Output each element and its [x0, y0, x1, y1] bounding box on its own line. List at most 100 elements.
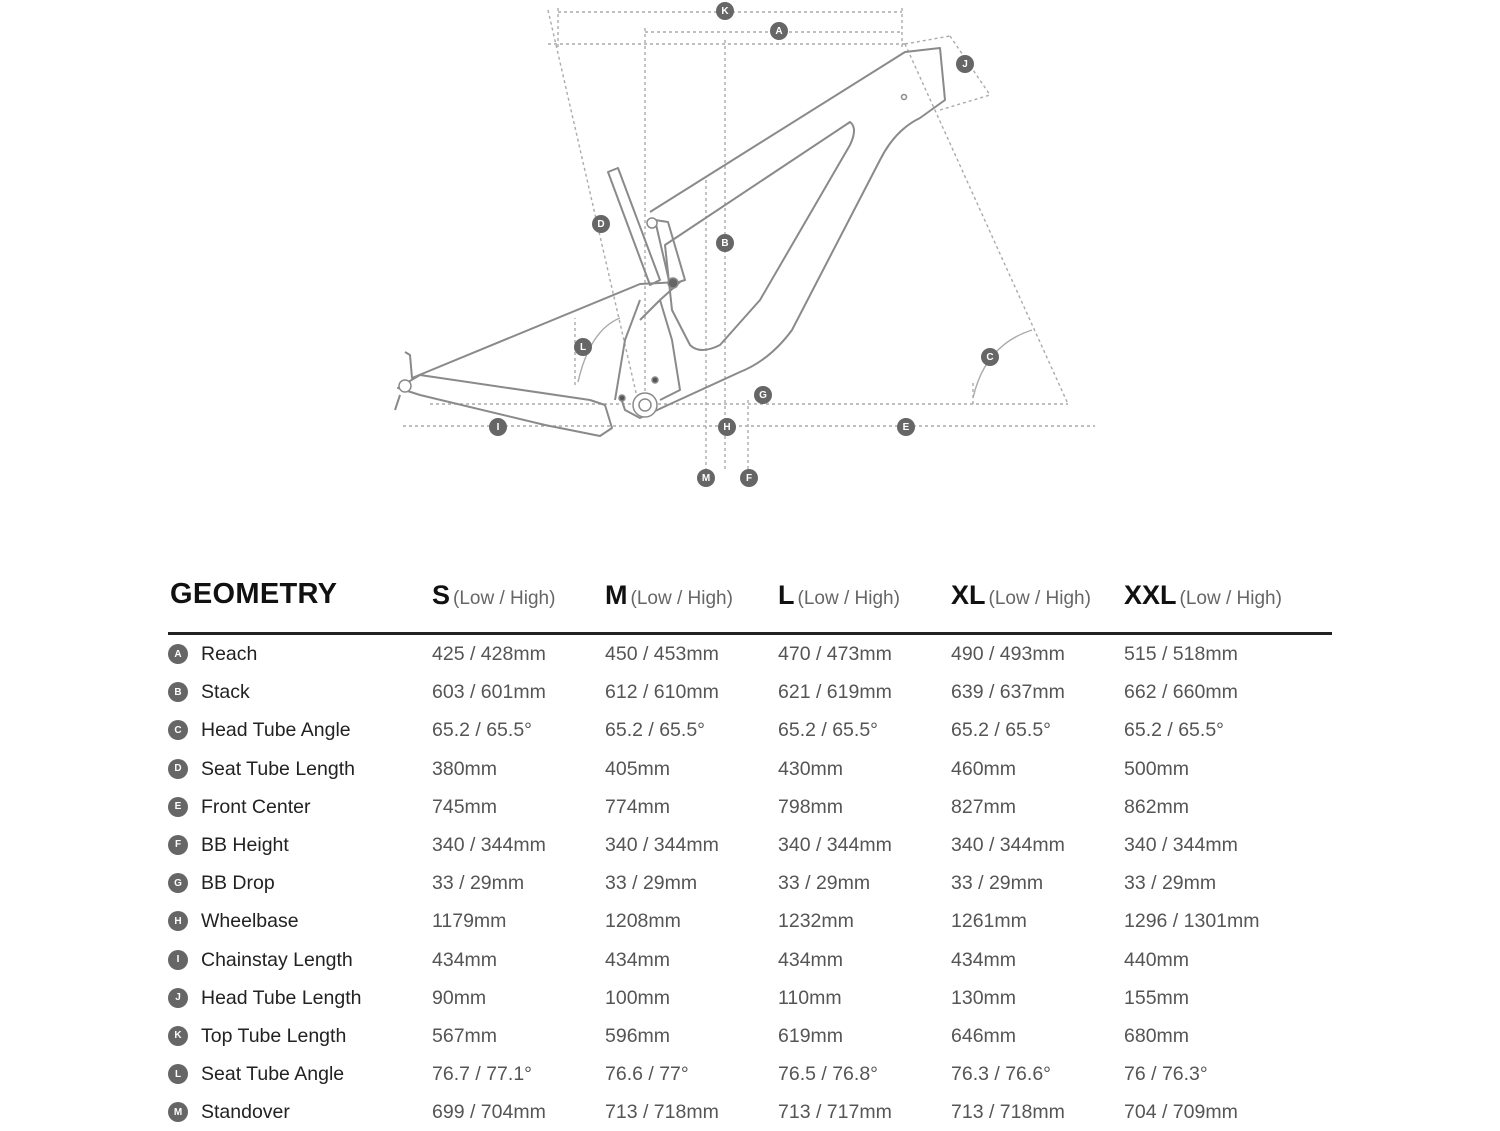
measurement-value: 33 / 29mm — [605, 872, 698, 895]
measurement-badge: A — [168, 644, 188, 664]
measurement-value: 713 / 718mm — [605, 1101, 719, 1124]
size-note: (Low / High) — [988, 588, 1091, 609]
measurement-value: 1296 / 1301mm — [1124, 910, 1260, 933]
size-column-l: L(Low / High) — [778, 580, 900, 611]
measurement-value: 110mm — [778, 986, 842, 1009]
marker-label: B — [721, 238, 728, 249]
measurement-value: 65.2 / 65.5° — [605, 719, 705, 742]
size-note: (Low / High) — [630, 588, 733, 609]
measurement-badge: I — [168, 949, 188, 970]
measurement-value: 500mm — [1124, 757, 1190, 780]
table-title: GEOMETRY — [170, 578, 338, 610]
measurement-label: Seat Tube Angle — [201, 1063, 345, 1086]
marker-e: E — [897, 418, 915, 436]
measurement-badge: K — [168, 1025, 188, 1046]
measurement-value: 340 / 344mm — [1124, 833, 1238, 856]
marker-label: A — [775, 26, 782, 37]
marker-label: H — [723, 422, 730, 433]
measurement-value: 130mm — [951, 986, 1017, 1009]
marker-label: L — [580, 342, 586, 353]
measurement-value: 340 / 344mm — [605, 833, 719, 856]
marker-label: F — [746, 473, 752, 484]
measurement-label: Chainstay Length — [201, 948, 353, 971]
measurement-value: 76.6 / 77° — [605, 1063, 689, 1086]
measurement-value: 1232mm — [778, 910, 854, 933]
size-note: (Low / High) — [797, 588, 900, 609]
measurement-value: 774mm — [605, 795, 671, 818]
measurement-label: BB Height — [201, 833, 289, 856]
size-column-s: S(Low / High) — [432, 580, 555, 611]
marker-label: M — [702, 473, 710, 484]
measurement-label: Head Tube Length — [201, 986, 362, 1009]
size-code: L — [778, 580, 795, 610]
measurement-label: Stack — [201, 681, 250, 704]
measurement-badge: L — [168, 1064, 188, 1085]
measurement-value: 434mm — [951, 948, 1017, 971]
measurement-label: Reach — [201, 643, 258, 665]
measurement-value: 680mm — [1124, 1024, 1190, 1047]
measurement-label: Front Center — [201, 795, 311, 818]
table-row: L Seat Tube Angle 76.7 / 77.1° 76.6 / 77° 76… — [168, 1055, 1332, 1093]
measurement-value: 639 / 637mm — [951, 681, 1065, 704]
measurement-badge: B — [168, 682, 188, 703]
measurement-value: 33 / 29mm — [778, 872, 871, 895]
measurement-value: 340 / 344mm — [951, 833, 1065, 856]
angle-arcs — [577, 317, 1033, 399]
measurement-badge: H — [168, 911, 188, 932]
measurement-value: 662 / 660mm — [1124, 681, 1238, 704]
size-column-m: M(Low / High) — [605, 580, 733, 611]
measurement-value: 646mm — [951, 1024, 1017, 1047]
measurement-label: Head Tube Angle — [201, 719, 351, 742]
measurement-label: Top Tube Length — [201, 1024, 347, 1047]
measurement-value: 699 / 704mm — [432, 1101, 546, 1124]
measurement-value: 33 / 29mm — [951, 872, 1044, 895]
marker-label: C — [986, 352, 993, 363]
marker-b: B — [716, 234, 734, 252]
marker-label: G — [759, 390, 767, 401]
measurement-value: 1261mm — [951, 910, 1027, 933]
measurement-value: 90mm — [432, 986, 487, 1009]
dimension-lines — [403, 8, 1095, 472]
measurement-value: 425 / 428mm — [432, 643, 546, 665]
measurement-value: 1179mm — [432, 910, 507, 933]
measurement-badge: E — [168, 796, 188, 817]
measurement-value: 430mm — [778, 757, 844, 780]
measurement-value: 76 / 76.3° — [1124, 1063, 1208, 1086]
marker-label: E — [903, 422, 910, 433]
measurement-value: 100mm — [605, 986, 671, 1009]
measurement-value: 862mm — [1124, 795, 1190, 818]
marker-l: L — [574, 338, 592, 356]
measurement-value: 380mm — [432, 757, 498, 780]
marker-f: F — [740, 469, 758, 487]
marker-a: A — [770, 22, 788, 40]
measurement-value: 340 / 344mm — [432, 833, 546, 856]
geometry-table: GEOMETRY S(Low / High) M(Low / High) L(L… — [168, 572, 1332, 1131]
marker-k: K — [716, 2, 734, 20]
size-code: M — [605, 580, 628, 610]
marker-g: G — [754, 386, 772, 404]
size-note: (Low / High) — [453, 588, 556, 609]
measurement-badge: C — [168, 720, 188, 741]
measurement-value: 603 / 601mm — [432, 681, 546, 704]
measurement-badge: G — [168, 873, 188, 894]
measurement-value: 470 / 473mm — [778, 643, 892, 665]
measurement-value: 33 / 29mm — [1124, 872, 1217, 895]
measurement-value: 434mm — [432, 948, 498, 971]
measurement-value: 76.7 / 77.1° — [432, 1063, 532, 1086]
measurement-value: 155mm — [1124, 986, 1190, 1009]
measurement-value: 596mm — [605, 1024, 671, 1047]
size-code: XL — [951, 580, 986, 610]
marker-d: D — [592, 215, 610, 233]
